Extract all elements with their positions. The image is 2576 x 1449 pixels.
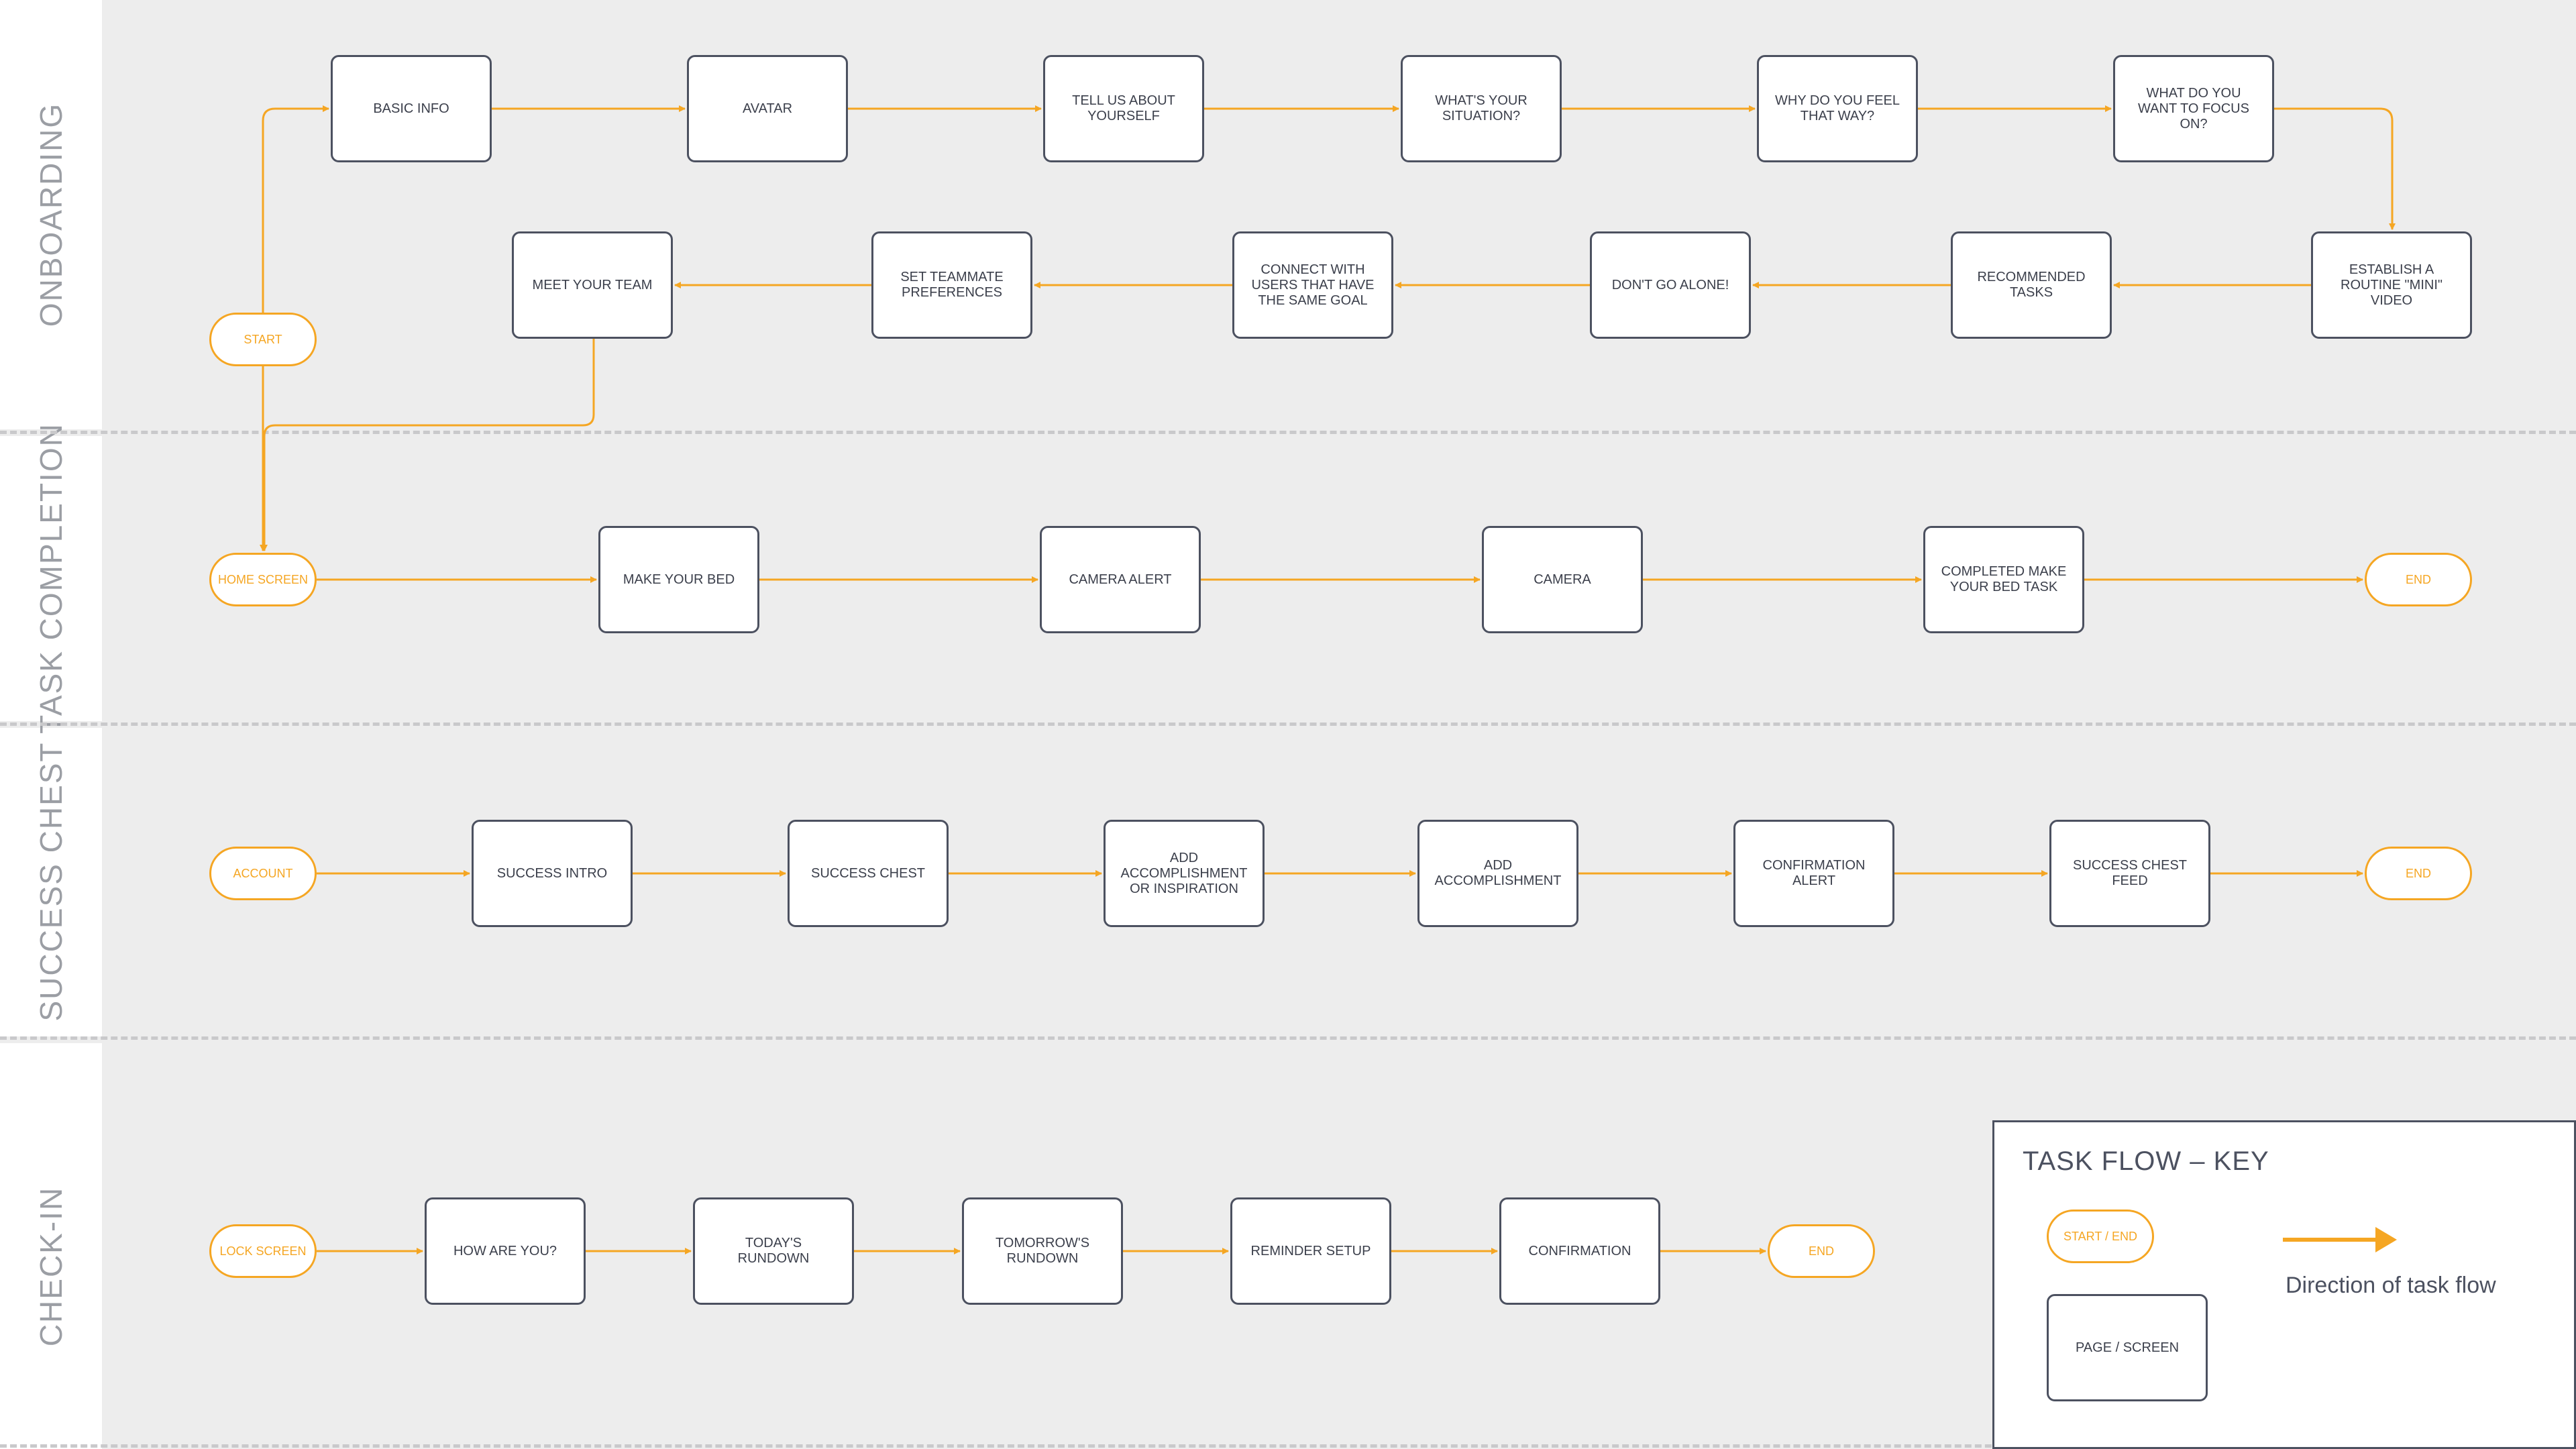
screen-recommended-tasks[interactable]: RECOMMENDED TASKS (1951, 231, 2112, 339)
screen-tomorrows-rundown[interactable]: TOMORROW'S RUNDOWN (962, 1197, 1123, 1305)
screen-why-do-you-feel[interactable]: WHY DO YOU FEEL THAT WAY? (1757, 55, 1918, 162)
lane-label-bg-check-in (0, 1043, 102, 1449)
screen-confirmation[interactable]: CONFIRMATION (1499, 1197, 1660, 1305)
lane-label-bg-success-chest (0, 728, 102, 1036)
flow-arrow (262, 105, 329, 313)
screen-set-teammate-preferences[interactable]: SET TEAMMATE PREFERENCES (871, 231, 1032, 339)
flow-arrow (261, 339, 595, 551)
screen-add-accomplishment[interactable]: ADD ACCOMPLISHMENT (1417, 820, 1578, 927)
lane-label-check-in: CHECK-IN (34, 1186, 68, 1347)
screen-focus-on[interactable]: WHAT DO YOU WANT TO FOCUS ON? (2113, 55, 2274, 162)
screen-completed-make-your-bed[interactable]: COMPLETED MAKE YOUR BED TASK (1923, 526, 2084, 633)
screen-tell-us-about-yourself[interactable]: TELL US ABOUT YOURSELF (1043, 55, 1204, 162)
lane-label-onboarding: ONBOARDING (34, 102, 68, 327)
lane-divider (0, 1036, 2576, 1040)
terminal-end[interactable]: END (2365, 553, 2472, 606)
screen-success-chest[interactable]: SUCCESS CHEST (788, 820, 949, 927)
legend-arrow-label: Direction of task flow (2286, 1273, 2496, 1298)
flow-arrow (2274, 107, 2396, 230)
terminal-start[interactable]: START (209, 313, 317, 366)
lane-label-bg-task-completion (0, 436, 102, 721)
terminal-lock-screen[interactable]: LOCK SCREEN (209, 1224, 317, 1278)
screen-avatar[interactable]: AVATAR (687, 55, 848, 162)
lane-divider (0, 722, 2576, 726)
terminal-account[interactable]: ACCOUNT (209, 847, 317, 900)
lane-label-success-chest: SUCCESS CHEST (34, 741, 68, 1022)
screen-meet-your-team[interactable]: MEET YOUR TEAM (512, 231, 673, 339)
screen-routine-mini-video[interactable]: ESTABLISH A ROUTINE "MINI" VIDEO (2311, 231, 2472, 339)
screen-how-are-you[interactable]: HOW ARE YOU? (425, 1197, 586, 1305)
legend-terminal-sample: START / END (2047, 1210, 2154, 1263)
screen-basic-info[interactable]: BASIC INFO (331, 55, 492, 162)
screen-success-chest-feed[interactable]: SUCCESS CHEST FEED (2049, 820, 2210, 927)
legend-page-sample: PAGE / SCREEN (2047, 1294, 2208, 1401)
screen-whats-your-situation[interactable]: WHAT'S YOUR SITUATION? (1401, 55, 1562, 162)
screen-make-your-bed[interactable]: MAKE YOUR BED (598, 526, 759, 633)
terminal-end[interactable]: END (1768, 1224, 1875, 1278)
screen-add-accomplishment-or-inspiration[interactable]: ADD ACCOMPLISHMENT OR INSPIRATION (1104, 820, 1265, 927)
screen-reminder-setup[interactable]: REMINDER SETUP (1230, 1197, 1391, 1305)
screen-camera-alert[interactable]: CAMERA ALERT (1040, 526, 1201, 633)
terminal-home-screen[interactable]: HOME SCREEN (209, 553, 317, 606)
screen-camera[interactable]: CAMERA (1482, 526, 1643, 633)
lane-label-bg-onboarding (0, 0, 102, 429)
terminal-end[interactable]: END (2365, 847, 2472, 900)
lane-divider (0, 431, 2576, 434)
legend-key: TASK FLOW – KEY START / END PAGE / SCREE… (1992, 1120, 2576, 1449)
lane-divider (0, 1444, 2576, 1448)
legend-arrow-icon (2283, 1227, 2397, 1252)
screen-dont-go-alone[interactable]: DON'T GO ALONE! (1590, 231, 1751, 339)
screen-connect-with-users[interactable]: CONNECT WITH USERS THAT HAVE THE SAME GO… (1232, 231, 1393, 339)
lane-label-task-completion: TASK COMPLETION (34, 423, 68, 734)
legend-title: TASK FLOW – KEY (2023, 1146, 2269, 1176)
screen-success-intro[interactable]: SUCCESS INTRO (472, 820, 633, 927)
screen-confirmation-alert[interactable]: CONFIRMATION ALERT (1733, 820, 1894, 927)
screen-todays-rundown[interactable]: TODAY'S RUNDOWN (693, 1197, 854, 1305)
